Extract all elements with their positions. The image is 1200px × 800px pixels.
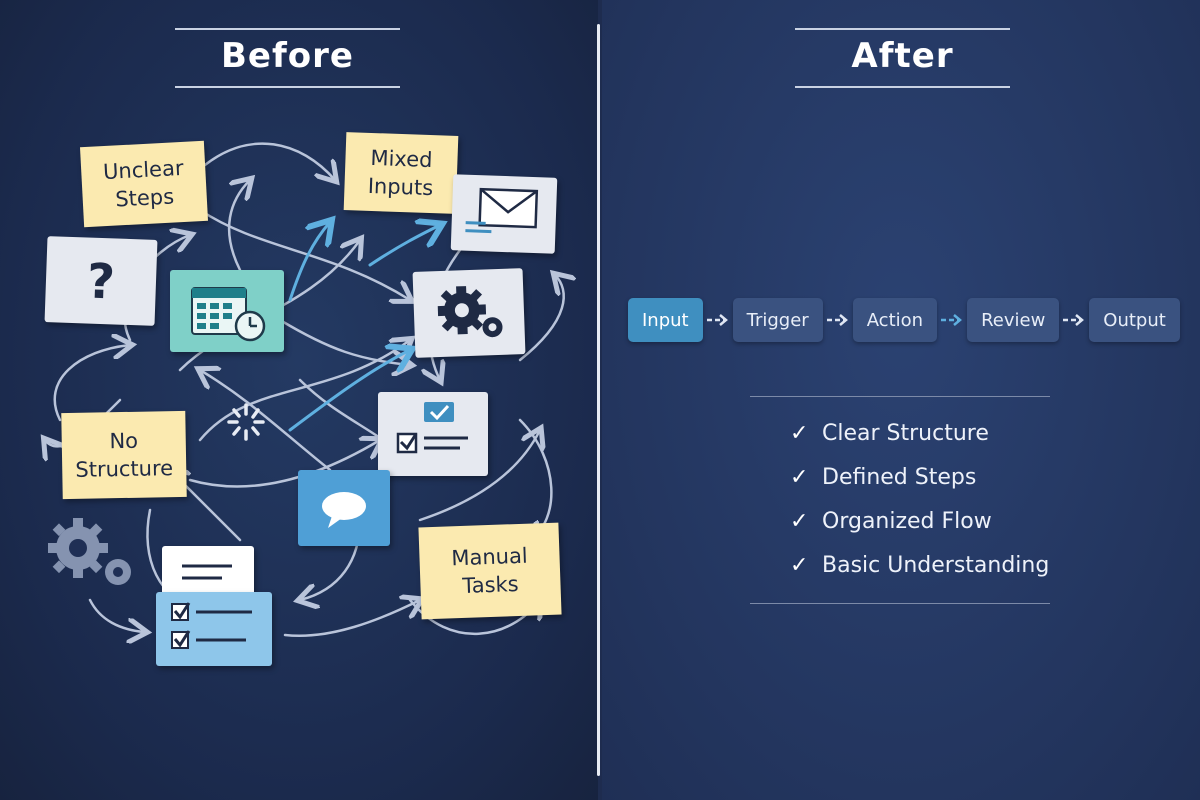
- title-rule-bottom: [795, 86, 1010, 88]
- note-manual-tasks: Manual Tasks: [418, 522, 562, 620]
- flow-arrow-icon: [1059, 310, 1089, 330]
- check-icon: ✓: [790, 420, 809, 446]
- arrow: [53, 345, 130, 422]
- arrow: [88, 598, 145, 632]
- note-unclear-steps: Unclear Steps: [79, 140, 209, 228]
- envelope-icon: [465, 187, 539, 234]
- document-icon: [182, 564, 232, 580]
- flow-arrow-icon: [937, 310, 967, 330]
- arrow: [198, 340, 410, 442]
- note-mixed-inputs: Mixed Inputs: [343, 132, 459, 214]
- chat-bubble-icon: [322, 492, 366, 528]
- list-rule-bottom: [750, 603, 1050, 604]
- gears-icon: [48, 518, 131, 585]
- list-item: ✓ Organized Flow: [790, 499, 1050, 543]
- question-card: ?: [44, 236, 158, 326]
- arrow: [200, 370, 332, 472]
- list-item: ✓ Basic Understanding: [790, 543, 1050, 587]
- task-list-card: [156, 592, 272, 666]
- arrow: [188, 440, 380, 488]
- list-item-label: Clear Structure: [822, 420, 989, 446]
- after-title-block: After: [795, 28, 1010, 88]
- flow-arrow-icon: [703, 310, 733, 330]
- email-card: [450, 174, 558, 254]
- arrow: [198, 208, 410, 300]
- list-item-label: Organized Flow: [822, 508, 992, 534]
- before-title-block: Before: [175, 28, 400, 88]
- arrow: [278, 318, 410, 365]
- list-item-label: Defined Steps: [822, 464, 977, 490]
- flow-step-output: Output: [1089, 298, 1180, 342]
- benefits-list: ✓ Clear Structure ✓ Defined Steps ✓ Organiz…: [750, 396, 1050, 604]
- arrow: [288, 222, 330, 302]
- title-rule-bottom: [175, 86, 400, 88]
- panel-divider: [597, 24, 600, 776]
- flow-step-action: Action: [852, 298, 938, 342]
- chat-card: [298, 470, 390, 546]
- arrow: [418, 430, 540, 522]
- after-panel: [602, 0, 1200, 800]
- flow-arrow-icon: [823, 310, 853, 330]
- flow-step-trigger: Trigger: [732, 298, 823, 342]
- check-icon: ✓: [790, 508, 809, 534]
- question-icon: ?: [86, 254, 116, 311]
- document-stack-icon: [171, 602, 252, 649]
- check-icon: ✓: [790, 552, 809, 578]
- list-item-label: Basic Understanding: [822, 552, 1050, 578]
- gears-icon: [437, 286, 503, 338]
- before-panel: [0, 0, 598, 800]
- calendar-clock-icon: [191, 287, 266, 342]
- title-rule-top: [795, 28, 1010, 30]
- spinner-icon: [227, 403, 265, 441]
- flow-step-input: Input: [628, 298, 703, 342]
- arrow: [227, 180, 250, 272]
- tangled-arrows: [0, 142, 598, 800]
- list-item: ✓ Clear Structure: [790, 411, 1050, 455]
- arrow: [283, 600, 420, 637]
- arrow: [203, 142, 335, 180]
- check-icon: ✓: [790, 464, 809, 490]
- after-title: After: [851, 36, 954, 76]
- arrow: [288, 350, 410, 432]
- before-title: Before: [221, 36, 354, 76]
- settings-card: [412, 268, 526, 358]
- svg-text:?: ?: [86, 254, 116, 311]
- list-item: ✓ Defined Steps: [790, 455, 1050, 499]
- process-flow: Input Trigger Action Review Output: [628, 297, 1180, 343]
- calendar-card: [170, 270, 284, 352]
- flow-step-review: Review: [967, 298, 1060, 342]
- arrow: [368, 225, 440, 267]
- list-rule-top: [750, 396, 1050, 397]
- title-rule-top: [175, 28, 400, 30]
- checklist-card: [378, 392, 488, 476]
- arrow: [518, 275, 564, 362]
- checklist-icon: [396, 402, 468, 454]
- note-no-structure: No Structure: [61, 410, 187, 500]
